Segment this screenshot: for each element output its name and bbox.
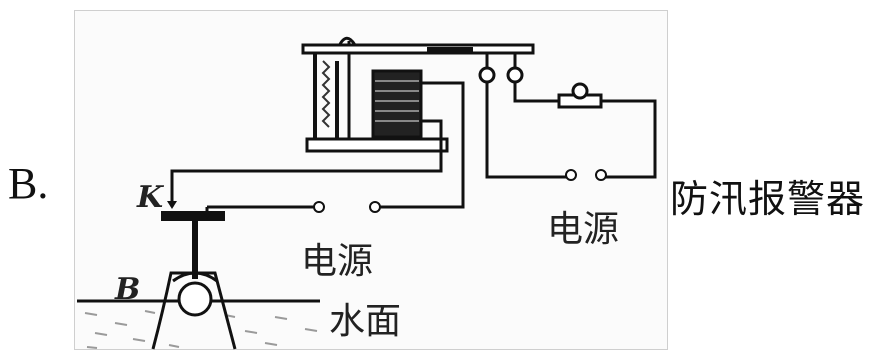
power-terminal-left-b [369, 201, 381, 213]
circuit-diagram: K B 电源 电源 水面 [77, 36, 657, 350]
control-circuit-wires [170, 81, 465, 209]
power-terminal-right-a [565, 169, 577, 181]
power-terminal-left-a [313, 201, 325, 213]
float-ball [177, 281, 213, 317]
alarm-circuit-wires [485, 83, 657, 179]
caption-flood-alarm: 防汛报警器 [670, 177, 866, 221]
option-letter: B. [8, 159, 49, 208]
relay-base [305, 137, 449, 153]
label-water-surface: 水面 [329, 301, 401, 342]
label-power-right: 电源 [547, 209, 619, 250]
contact-plate [161, 211, 225, 221]
terminal-post-right [506, 66, 524, 84]
relay-armature [301, 43, 535, 55]
water-ground-hatching [84, 310, 318, 349]
relay-spring [321, 60, 331, 128]
power-terminal-right-b [595, 169, 607, 181]
label-k: K [136, 180, 165, 215]
label-power-left: 电源 [301, 241, 373, 282]
label-b: B [114, 272, 140, 307]
terminal-post-left [478, 66, 496, 84]
circuit-figure: K B 电源 电源 水面 [74, 10, 668, 350]
